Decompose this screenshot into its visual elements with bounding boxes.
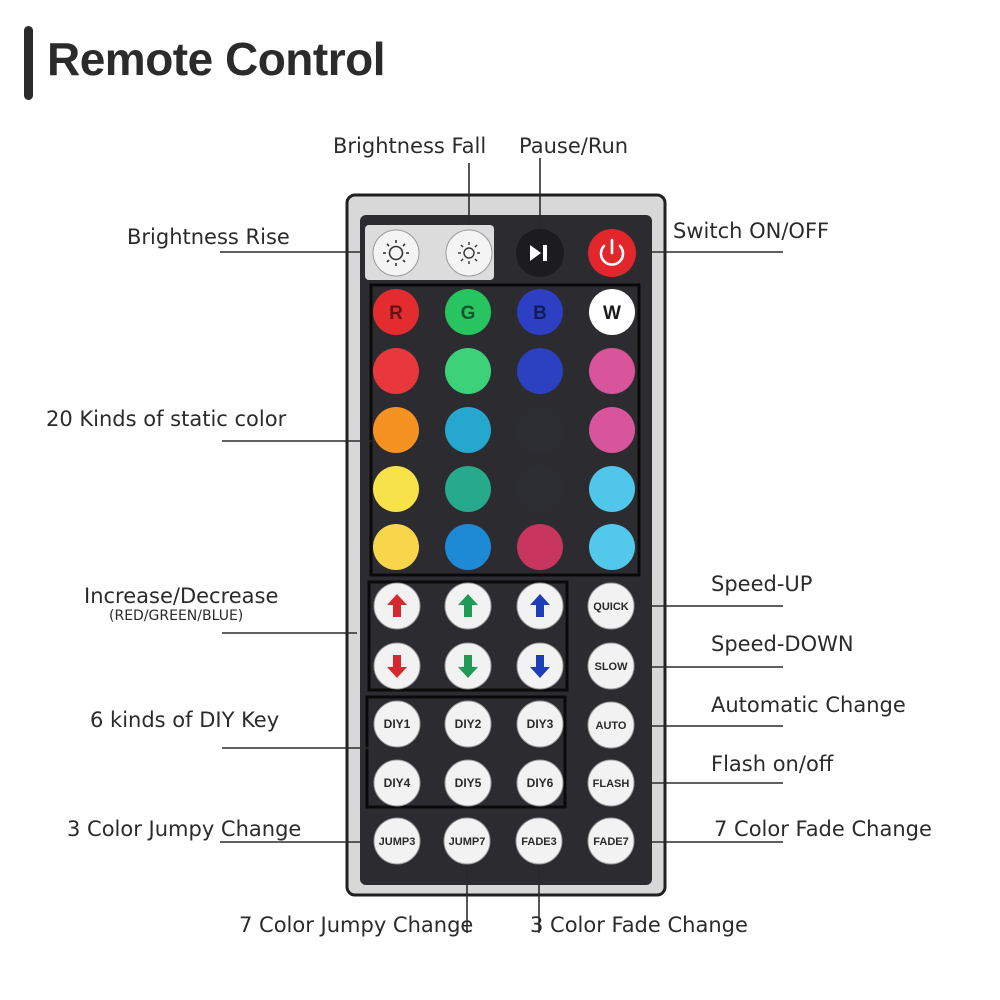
color-key-r2-c1[interactable] [373, 348, 419, 394]
diy3-button[interactable] [516, 700, 564, 748]
arrow-down-icon [530, 655, 550, 678]
fade7-button[interactable] [587, 817, 635, 865]
slow-button[interactable] [587, 642, 635, 690]
label-diy-key: 6 kinds of DIY Key [90, 708, 280, 732]
page-title: Remote Control [47, 33, 386, 85]
diy4-button-label: DIY4 [384, 776, 411, 790]
label-brightness-fall: Brightness Fall [333, 134, 487, 158]
title-accent-bar [24, 26, 33, 100]
label-fade7: 7 Color Fade Change [714, 817, 932, 841]
fade7-button-label: FADE7 [593, 836, 628, 848]
color-letter-b: B [533, 303, 547, 324]
flash-button-label: FLASH [593, 778, 630, 790]
diy-group-box [365, 695, 567, 809]
arrow-down-icon [458, 655, 478, 678]
diy3-button-label: DIY3 [527, 717, 554, 731]
label-speed-down: Speed-DOWN [711, 632, 854, 656]
label-fade3: 3 Color Fade Change [530, 913, 748, 937]
diy2-button-label: DIY2 [455, 717, 482, 731]
label-increase-decrease: Increase/Decrease [84, 584, 279, 608]
label-pause-run: Pause/Run [519, 134, 629, 158]
color-key-r5-c2[interactable] [445, 524, 491, 570]
color-key-r1-c1[interactable] [373, 289, 419, 335]
diy1-button-label: DIY1 [384, 717, 411, 731]
flash-button[interactable] [587, 759, 635, 807]
color-key-r2-c3[interactable] [517, 348, 563, 394]
color-key-r3-c2[interactable] [445, 407, 491, 453]
color-key-r3-c1[interactable] [373, 407, 419, 453]
sun-large-icon [383, 240, 409, 266]
diy6-button-label: DIY6 [527, 776, 554, 790]
color-letter-w: W [603, 303, 621, 324]
color-key-r4-c4[interactable] [589, 466, 635, 512]
quick-button-label: QUICK [593, 601, 629, 613]
diy1-button[interactable] [373, 700, 421, 748]
label-speed-up: Speed-UP [711, 572, 813, 596]
arrow-down-icon [387, 655, 407, 678]
increase-decrease-group-box [367, 580, 569, 692]
jump7-button-label: JUMP7 [449, 836, 486, 848]
color-key-r4-c2[interactable] [445, 466, 491, 512]
label-jump3: 3 Color Jumpy Change [67, 817, 302, 841]
color-key-r3-c4[interactable] [589, 407, 635, 453]
quick-button[interactable] [587, 582, 635, 630]
label-brightness-rise: Brightness Rise [127, 225, 290, 249]
label-flash: Flash on/off [711, 752, 834, 776]
color-key-r2-c4[interactable] [589, 348, 635, 394]
diy4-button[interactable] [373, 759, 421, 807]
slow-button-label: SLOW [595, 661, 629, 673]
diy5-button[interactable] [444, 759, 492, 807]
power-icon [599, 238, 625, 266]
brightness-fall-button[interactable] [445, 229, 493, 277]
color-letter-g: G [461, 303, 476, 324]
fade3-button[interactable] [515, 817, 563, 865]
diy6-button[interactable] [516, 759, 564, 807]
remote-keypad-panel [360, 215, 652, 885]
leader-lines [220, 158, 783, 933]
increase-decrease-keys [373, 582, 564, 690]
color-key-r1-c4[interactable] [589, 289, 635, 335]
diy2-button[interactable] [444, 700, 492, 748]
label-static-color: 20 Kinds of static color [46, 407, 287, 431]
color-key-r3-c3[interactable] [517, 407, 563, 453]
color-letter-r: R [389, 303, 403, 324]
label-automatic-change: Automatic Change [711, 693, 906, 717]
color-key-r4-c3[interactable] [517, 466, 563, 512]
auto-button[interactable] [587, 701, 635, 749]
brightness-rise-button[interactable] [372, 229, 420, 277]
arrow-up-icon [458, 594, 478, 617]
label-increase-decrease-sub: (RED/GREEN/BLUE) [109, 608, 244, 624]
play-pause-icon [530, 245, 547, 261]
static-color-group-box [369, 283, 641, 577]
diy5-button-label: DIY5 [455, 776, 482, 790]
label-switch-on-off: Switch ON/OFF [673, 219, 830, 243]
jump7-button[interactable] [443, 817, 491, 865]
color-key-r2-c2[interactable] [445, 348, 491, 394]
color-key-r1-c2[interactable] [445, 289, 491, 335]
color-key-r5-c1[interactable] [373, 524, 419, 570]
top-keys [365, 225, 636, 280]
color-key-r4-c1[interactable] [373, 466, 419, 512]
arrow-up-icon [387, 594, 407, 617]
label-jump7: 7 Color Jumpy Change [239, 913, 474, 937]
arrow-up-icon [530, 594, 550, 617]
color-key-r5-c3[interactable] [517, 524, 563, 570]
jump3-button-label: JUMP3 [379, 836, 416, 848]
sun-small-icon [458, 242, 480, 264]
fade3-button-label: FADE3 [521, 836, 556, 848]
color-key-r1-c3[interactable] [517, 289, 563, 335]
auto-button-label: AUTO [596, 720, 627, 732]
color-key-r5-c4[interactable] [589, 524, 635, 570]
jump3-button[interactable] [373, 817, 421, 865]
